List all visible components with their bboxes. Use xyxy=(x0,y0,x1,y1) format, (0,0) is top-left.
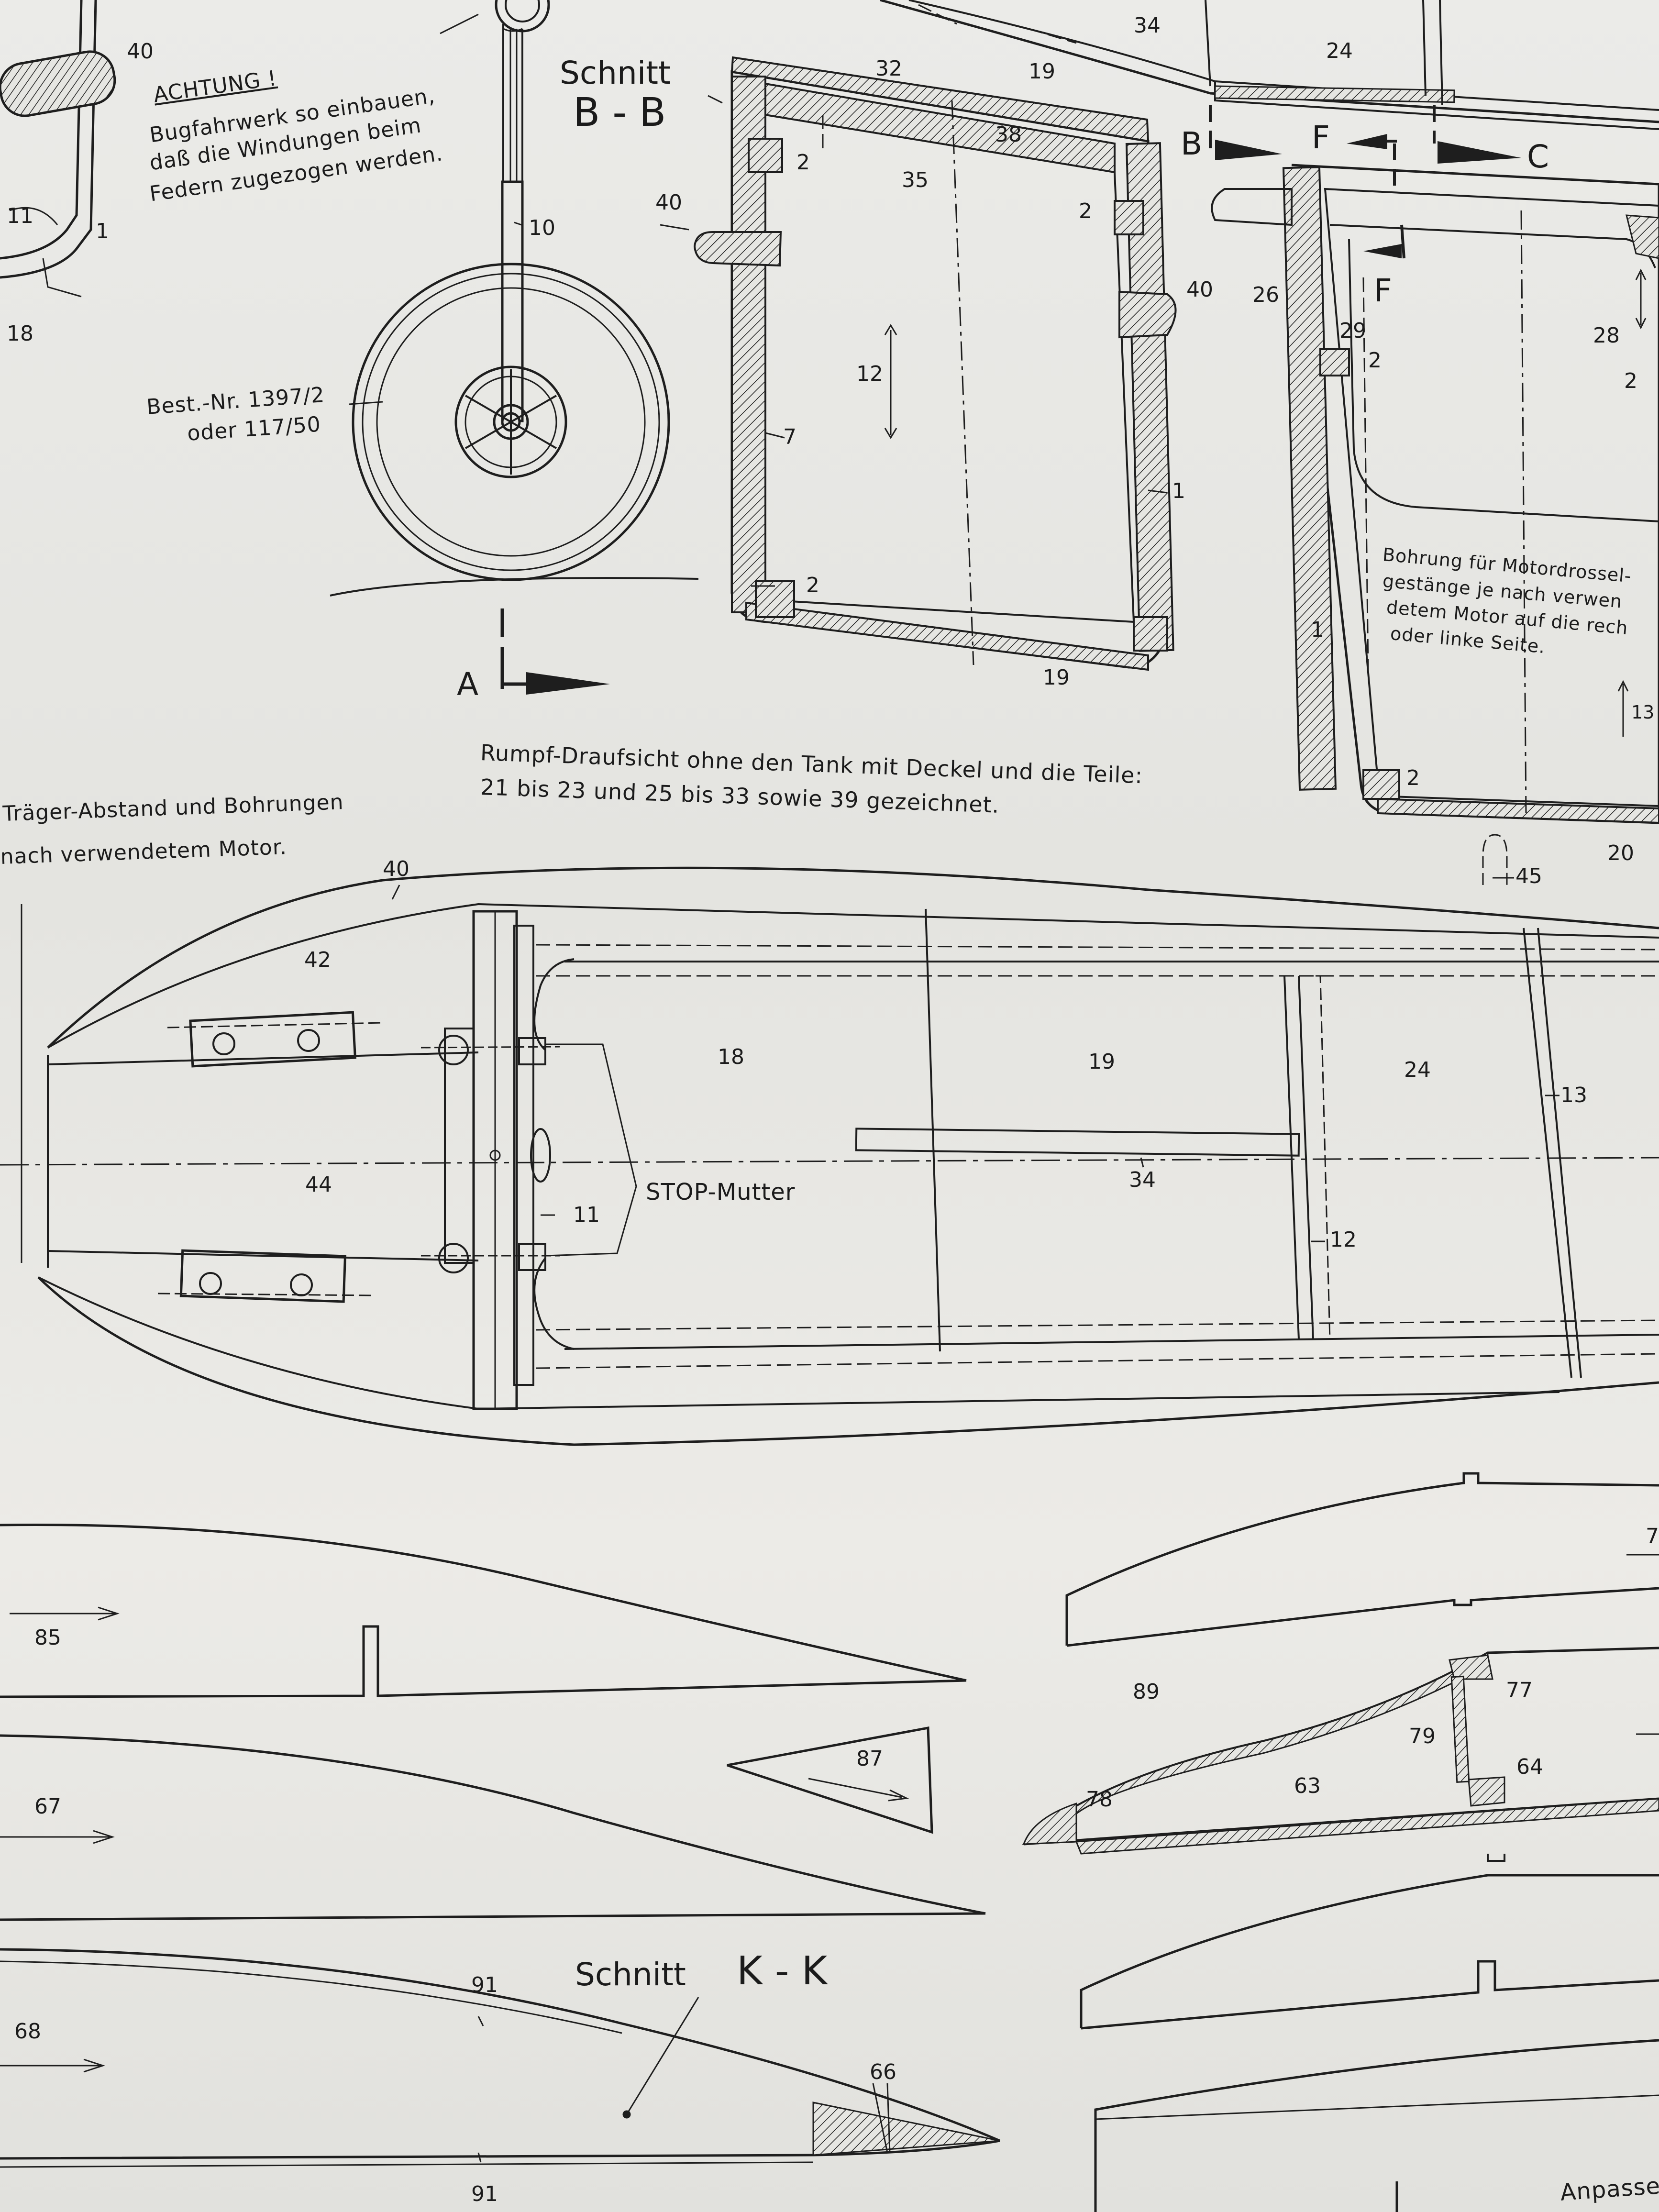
part-label-2-right-a: 2 xyxy=(1368,348,1382,373)
part-label-18-fuselage: 18 xyxy=(718,1045,744,1069)
part-label-2-right-b: 2 xyxy=(1624,369,1637,393)
part-label-7-right: 7 xyxy=(1646,1524,1659,1548)
part-label-19-top: 19 xyxy=(1029,59,1055,84)
part-label-91-top: 91 xyxy=(471,1973,498,1997)
section-marker-f-top: F xyxy=(1312,119,1330,156)
part-label-20: 20 xyxy=(1607,841,1634,865)
section-marker-a: A xyxy=(457,666,479,703)
part-label-24-fuselage: 24 xyxy=(1404,1058,1431,1082)
part-label-77: 77 xyxy=(1506,1678,1533,1703)
part-label-40-fuselage: 40 xyxy=(383,857,409,881)
part-label-10: 10 xyxy=(529,216,555,240)
nose-gear xyxy=(330,0,699,695)
part-label-2-bb-a: 2 xyxy=(796,150,810,175)
part-label-11: 11 xyxy=(7,204,33,228)
part-label-1-right: 1 xyxy=(1311,618,1324,642)
part-label-12-fuselage: 12 xyxy=(1330,1228,1357,1252)
part-label-2-bb-c: 2 xyxy=(806,573,819,597)
fuselage-top-view xyxy=(0,866,1659,1446)
part-label-1: 1 xyxy=(96,219,109,243)
part-label-18: 18 xyxy=(7,321,33,346)
section-kk-title-word: Schnitt xyxy=(575,1956,686,1993)
part-label-87: 87 xyxy=(856,1747,883,1771)
part-label-19-bb-bottom: 19 xyxy=(1043,665,1070,690)
part-label-29: 29 xyxy=(1339,319,1366,343)
part-label-79: 79 xyxy=(1409,1724,1436,1748)
wing-ribs xyxy=(1022,1472,1659,2212)
part-label-34-top: 34 xyxy=(1134,13,1161,38)
part-label-68: 68 xyxy=(14,2019,41,2044)
part-label-26: 26 xyxy=(1252,283,1279,307)
part-label-44: 44 xyxy=(305,1172,332,1197)
part-label-19-fuselage: 19 xyxy=(1088,1050,1115,1074)
part-label-66: 66 xyxy=(870,2060,896,2084)
top-left-fragment xyxy=(0,0,116,298)
part-label-78: 78 xyxy=(1086,1787,1113,1812)
part-label-12-bb: 12 xyxy=(856,362,883,386)
part-label-67: 67 xyxy=(34,1794,61,1819)
fit-note-partial: Anpasse xyxy=(1559,2172,1659,2206)
part-label-7: 7 xyxy=(783,425,796,449)
part-label-24-top: 24 xyxy=(1326,39,1353,63)
part-label-35: 35 xyxy=(902,168,929,192)
section-marker-b: B xyxy=(1181,125,1203,162)
section-kk-title-letters: K - K xyxy=(737,1948,828,1994)
section-bb-title-word: Schnitt xyxy=(560,55,671,91)
section-marker-c: C xyxy=(1527,138,1549,175)
part-label-13-right: 13 xyxy=(1631,702,1655,723)
part-label-91-bottom: 91 xyxy=(471,2182,498,2206)
part-label-40-bb-right: 40 xyxy=(1186,277,1213,302)
part-label-89: 89 xyxy=(1133,1680,1160,1704)
part-label-40: 40 xyxy=(127,39,154,64)
part-label-2-right-c: 2 xyxy=(1406,766,1420,790)
part-label-11-fuselage: 11 xyxy=(573,1203,600,1227)
part-label-28: 28 xyxy=(1593,323,1620,348)
part-label-13-fuselage: 13 xyxy=(1560,1083,1587,1107)
part-label-85: 85 xyxy=(34,1626,61,1650)
part-label-64: 64 xyxy=(1516,1755,1543,1779)
section-bb-title-letters: B - B xyxy=(573,90,666,135)
top-contour xyxy=(880,0,1659,259)
lower-parts xyxy=(0,1524,1000,2168)
part-label-40-bb-left: 40 xyxy=(655,190,682,215)
section-b-b xyxy=(660,56,1177,671)
part-label-63: 63 xyxy=(1294,1774,1321,1798)
right-section xyxy=(1211,164,1659,885)
part-label-45: 45 xyxy=(1515,864,1542,888)
part-label-1-bb: 1 xyxy=(1172,479,1185,503)
part-label-42: 42 xyxy=(304,948,331,972)
stop-nut-label: STOP-Mutter xyxy=(646,1179,796,1206)
part-label-38: 38 xyxy=(995,122,1022,147)
part-label-32: 32 xyxy=(875,56,902,81)
section-marker-f-low: F xyxy=(1374,272,1392,309)
part-label-2-bb-b: 2 xyxy=(1079,199,1092,223)
part-label-34-fuselage: 34 xyxy=(1129,1168,1156,1192)
